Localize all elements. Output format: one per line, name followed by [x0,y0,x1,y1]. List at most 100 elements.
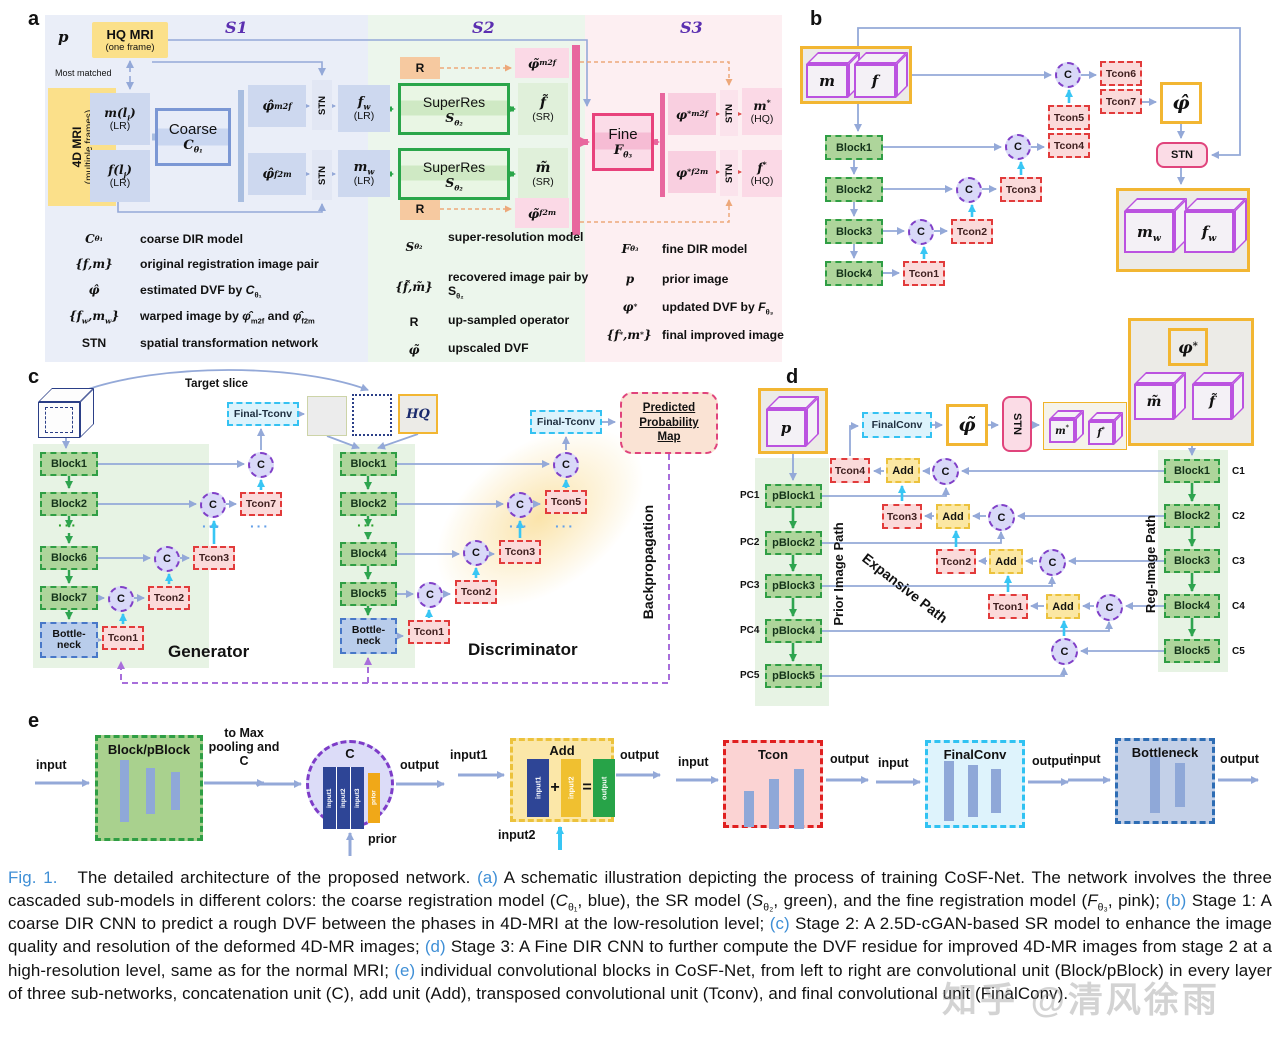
pc3-label: PC3 [740,580,760,591]
d-pblock2: pBlock2 [765,531,822,555]
finalconv-unit: FinalConv [925,740,1025,828]
output-label: to Max pooling and C [208,726,280,768]
s2-collector-bar [572,45,580,235]
d-concat-node: C [932,458,959,485]
concat-bar: input1 [323,767,337,829]
legend-symbol: p [625,272,635,286]
d-tcon3: Tcon3 [882,504,922,529]
legend-desc: final improved image [662,328,784,342]
finalconv-bar [968,765,978,817]
cube-f-star: f* [1088,412,1123,445]
b-concat-node: C [1055,62,1081,88]
legend-desc: upscaled DVF [448,341,529,355]
finalconv-bar [944,761,954,821]
pc4-label: PC4 [740,625,760,636]
disc-bottleneck: Bottle-neck [340,618,397,654]
d-tcon4: Tcon4 [830,458,870,483]
sr-m-box: m̃ (SR) [518,148,568,200]
backpropagation-label: Backpropagation [640,504,656,620]
d-dvf-box: φ̃ [946,404,988,446]
cube-m: m [806,52,860,98]
gen-tcon1: Tcon1 [102,626,144,650]
d-block3: Block3 [1164,549,1220,573]
b-tcon6: Tcon6 [1100,61,1142,86]
generated-slice-box [307,396,347,436]
d-add4: Add [1046,594,1080,619]
fixed-image-box: f(lj) (LR) [90,150,150,202]
disc-block1: Block1 [340,452,397,476]
b-dvf-box: φ̂ [1160,82,1202,124]
b-tcon1: Tcon1 [903,261,945,286]
disc-concat-node: C [507,492,533,518]
bottleneck-unit: Bottleneck [1115,738,1215,824]
add-input2-bar: input2 [561,759,581,817]
updated-dvf-m2f: φ*m2f [668,93,716,135]
tcon-bar [769,779,779,829]
d-tcon2: Tcon2 [936,549,976,574]
legend-desc: spatial transformation network [140,336,319,350]
cube-mw: mw [1124,198,1187,253]
disc-dots: ··· [357,517,377,533]
updated-dvf-f2m: φ*f2m [668,151,716,193]
gen-skip-dots: ··· [202,518,222,534]
legend-desc: original registration image pair [140,257,319,271]
stn-box-bottom: STN [312,150,332,200]
output-label: output [1220,752,1259,766]
b-concat-node: C [1005,134,1031,160]
prior-label: prior [368,832,397,846]
legend-symbol: φ* [622,300,638,314]
target-slice-label: Target slice [185,378,249,390]
disc-concat-node: C [553,452,579,478]
stn-s3-bottom: STN [720,150,738,196]
d-finalconv: FinalConv [862,412,932,438]
b-concat-node: C [908,219,934,245]
concat-bar: input3 [351,767,364,829]
disc-tcon1: Tcon1 [408,620,450,644]
d-concat-node: C [1096,594,1123,621]
reg-image-path-label: Reg-Image Path [1142,514,1158,614]
d-concat-node: C [1051,638,1078,665]
legend-desc: up-sampled operator [448,313,570,327]
warped-f-box: fw (LR) [338,85,390,132]
input-label: input [878,756,909,770]
hq-slice-box: HQ [398,394,438,434]
concat-unit: C input1 input2 input3 prior [306,740,394,829]
disc-tcon2: Tcon2 [455,580,497,604]
c4-label: C4 [1232,601,1245,612]
block-unit: Block/pBlock [95,735,203,841]
pc2-label: PC2 [740,537,760,548]
c1-label: C1 [1232,466,1245,477]
final-m-box: m* (HQ) [742,88,782,135]
legend-symbol: {f, m} [75,257,113,271]
d-tcon1: Tcon1 [988,594,1028,619]
panel-d-label: d [786,366,799,388]
disc-skip-dots: ··· [555,518,575,534]
bottleneck-bar [1175,763,1185,807]
panel-b-label: b [810,8,823,30]
warped-m-box: mw (LR) [338,150,390,197]
gen-tcon3: Tcon3 [193,546,235,570]
input-volume-cube [38,388,94,438]
legend-desc: super-resolution model [448,230,584,244]
fine-output-bar [660,93,665,197]
legend-symbol: {fw, mw} [68,309,120,326]
panel-a-label: a [28,8,40,30]
d-add1: Add [886,458,920,483]
d-add2: Add [936,504,970,529]
conv-bar [120,760,129,822]
disc-block5: Block5 [340,582,397,606]
d-block2: Block2 [1164,504,1220,528]
upscaled-dvf-f2m: φ̃f2m [515,198,569,228]
d-stn-box: STN [1002,396,1032,452]
d-concat-node: C [1039,549,1066,576]
generator-label: Generator [168,642,250,661]
fine-model-box: Fine Fθ₃ [592,113,654,171]
b-tcon2: Tcon2 [951,219,993,244]
coarse-output-bar [238,90,244,202]
cube-p: p [766,396,819,447]
s2-header: S2 [472,18,495,37]
